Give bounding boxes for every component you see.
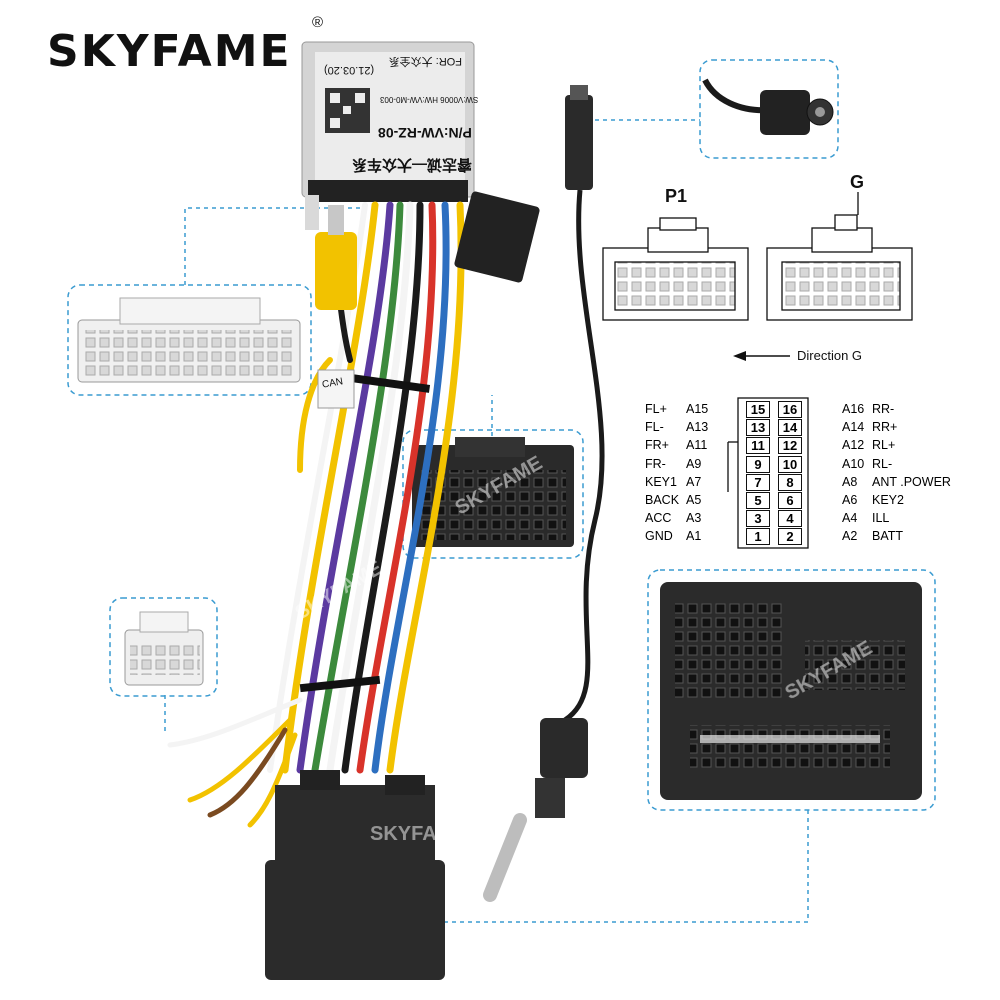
zip-ties	[299, 371, 431, 693]
control-module	[301, 41, 475, 202]
module-pn: P/N:VW-RZ-08	[378, 125, 472, 141]
pinout-frame	[727, 397, 809, 549]
pin-id-right: A6	[842, 493, 858, 507]
pin-number-left: 1	[746, 528, 770, 546]
pin-signal-left: KEY1	[645, 474, 677, 489]
pin-signal-left: FL-	[645, 420, 664, 435]
pin-number-right: 10	[778, 455, 802, 473]
pin-number-left: 15	[746, 401, 770, 418]
svg-text:SKYFAME: SKYFAME	[370, 823, 467, 845]
pin-signal-right: RL+	[872, 438, 896, 453]
p1-connector-drawing	[602, 217, 749, 321]
pin-number-left: 9	[746, 455, 770, 473]
pin-id-left: A13	[686, 420, 709, 435]
module-for: FOR: 大众全系	[388, 55, 462, 67]
pin-signal-left: ACC	[645, 511, 672, 526]
callout-boxes	[67, 59, 936, 811]
white-small-connector	[124, 611, 204, 686]
pin-number-right: 12	[778, 437, 802, 455]
bottom-quadlock-plug	[265, 770, 445, 980]
pin-number-left: 5	[746, 492, 770, 509]
pin-id-left: A11	[686, 438, 708, 453]
pin-id-left: A1	[686, 529, 702, 544]
rca-plug	[305, 195, 357, 310]
pin-id-left: A7	[686, 474, 702, 489]
can-tag	[317, 369, 355, 409]
direction-label: Direction G	[797, 348, 863, 363]
pin-id-right: A12	[842, 438, 865, 453]
pin-id-right: A4	[842, 511, 858, 526]
pin-number-right: 6	[778, 492, 802, 509]
pin-id-left: A9	[686, 456, 702, 471]
pin-signal-right: ANT .POWER	[872, 474, 951, 489]
pin-signal-left: GND	[645, 529, 673, 544]
pin-signal-right: BATT	[872, 529, 904, 544]
brand-logo: SKYFAME	[47, 26, 292, 77]
pin-signal-right: RR+	[872, 420, 898, 435]
pin-signal-left: FR+	[645, 438, 669, 453]
pin-number-right: 14	[778, 419, 802, 437]
white-20pin-connector	[77, 297, 301, 383]
pin-number-left: 7	[746, 473, 770, 491]
pin-id-right: A8	[842, 474, 858, 489]
speaker-plug	[454, 191, 540, 283]
direction-arrow	[733, 351, 790, 361]
pin-signal-left: FR-	[645, 456, 666, 471]
g-connector-drawing	[766, 192, 913, 321]
pin-signal-right: RL-	[872, 456, 893, 471]
pin-id-right: A16	[842, 402, 865, 416]
pin-number-right: 8	[778, 473, 802, 491]
pin-id-right: A10	[842, 456, 865, 471]
pin-signal-left: FL+	[645, 402, 667, 416]
callout-lines	[164, 119, 809, 923]
pin-number-left: 3	[746, 510, 770, 528]
pin-id-left: A5	[686, 493, 702, 507]
pin-number-right: 4	[778, 510, 802, 528]
module-date: (21.03.20)	[324, 64, 375, 76]
pin-number-right: 2	[778, 528, 802, 546]
pin-id-right: A2	[842, 529, 858, 544]
pin-number-right: 16	[778, 401, 802, 418]
black-16pin-connector	[412, 437, 574, 547]
pin-signal-right: RR-	[872, 402, 895, 416]
pin-id-left: A15	[686, 402, 709, 416]
pin-signal-left: BACK	[645, 493, 680, 507]
pin-signal-right: ILL	[872, 511, 890, 526]
pin-id-left: A3	[686, 511, 702, 526]
pin-number-left: 13	[746, 419, 770, 437]
antenna-cable	[483, 85, 605, 902]
registered-mark: ®	[312, 14, 324, 31]
g-label: G	[850, 172, 865, 192]
module-brand-cn: 睿志诚—大众车系	[352, 156, 473, 173]
module-sw-hw: SW:V0006 HW:VW-M0-003	[380, 95, 479, 104]
pin-number-left: 11	[746, 437, 770, 455]
pin-signal-right: KEY2	[872, 493, 904, 507]
antenna-jack-photo	[702, 78, 834, 135]
pin-id-right: A14	[842, 420, 865, 435]
p1-label: P1	[665, 186, 688, 206]
quadlock-connector	[660, 582, 922, 800]
